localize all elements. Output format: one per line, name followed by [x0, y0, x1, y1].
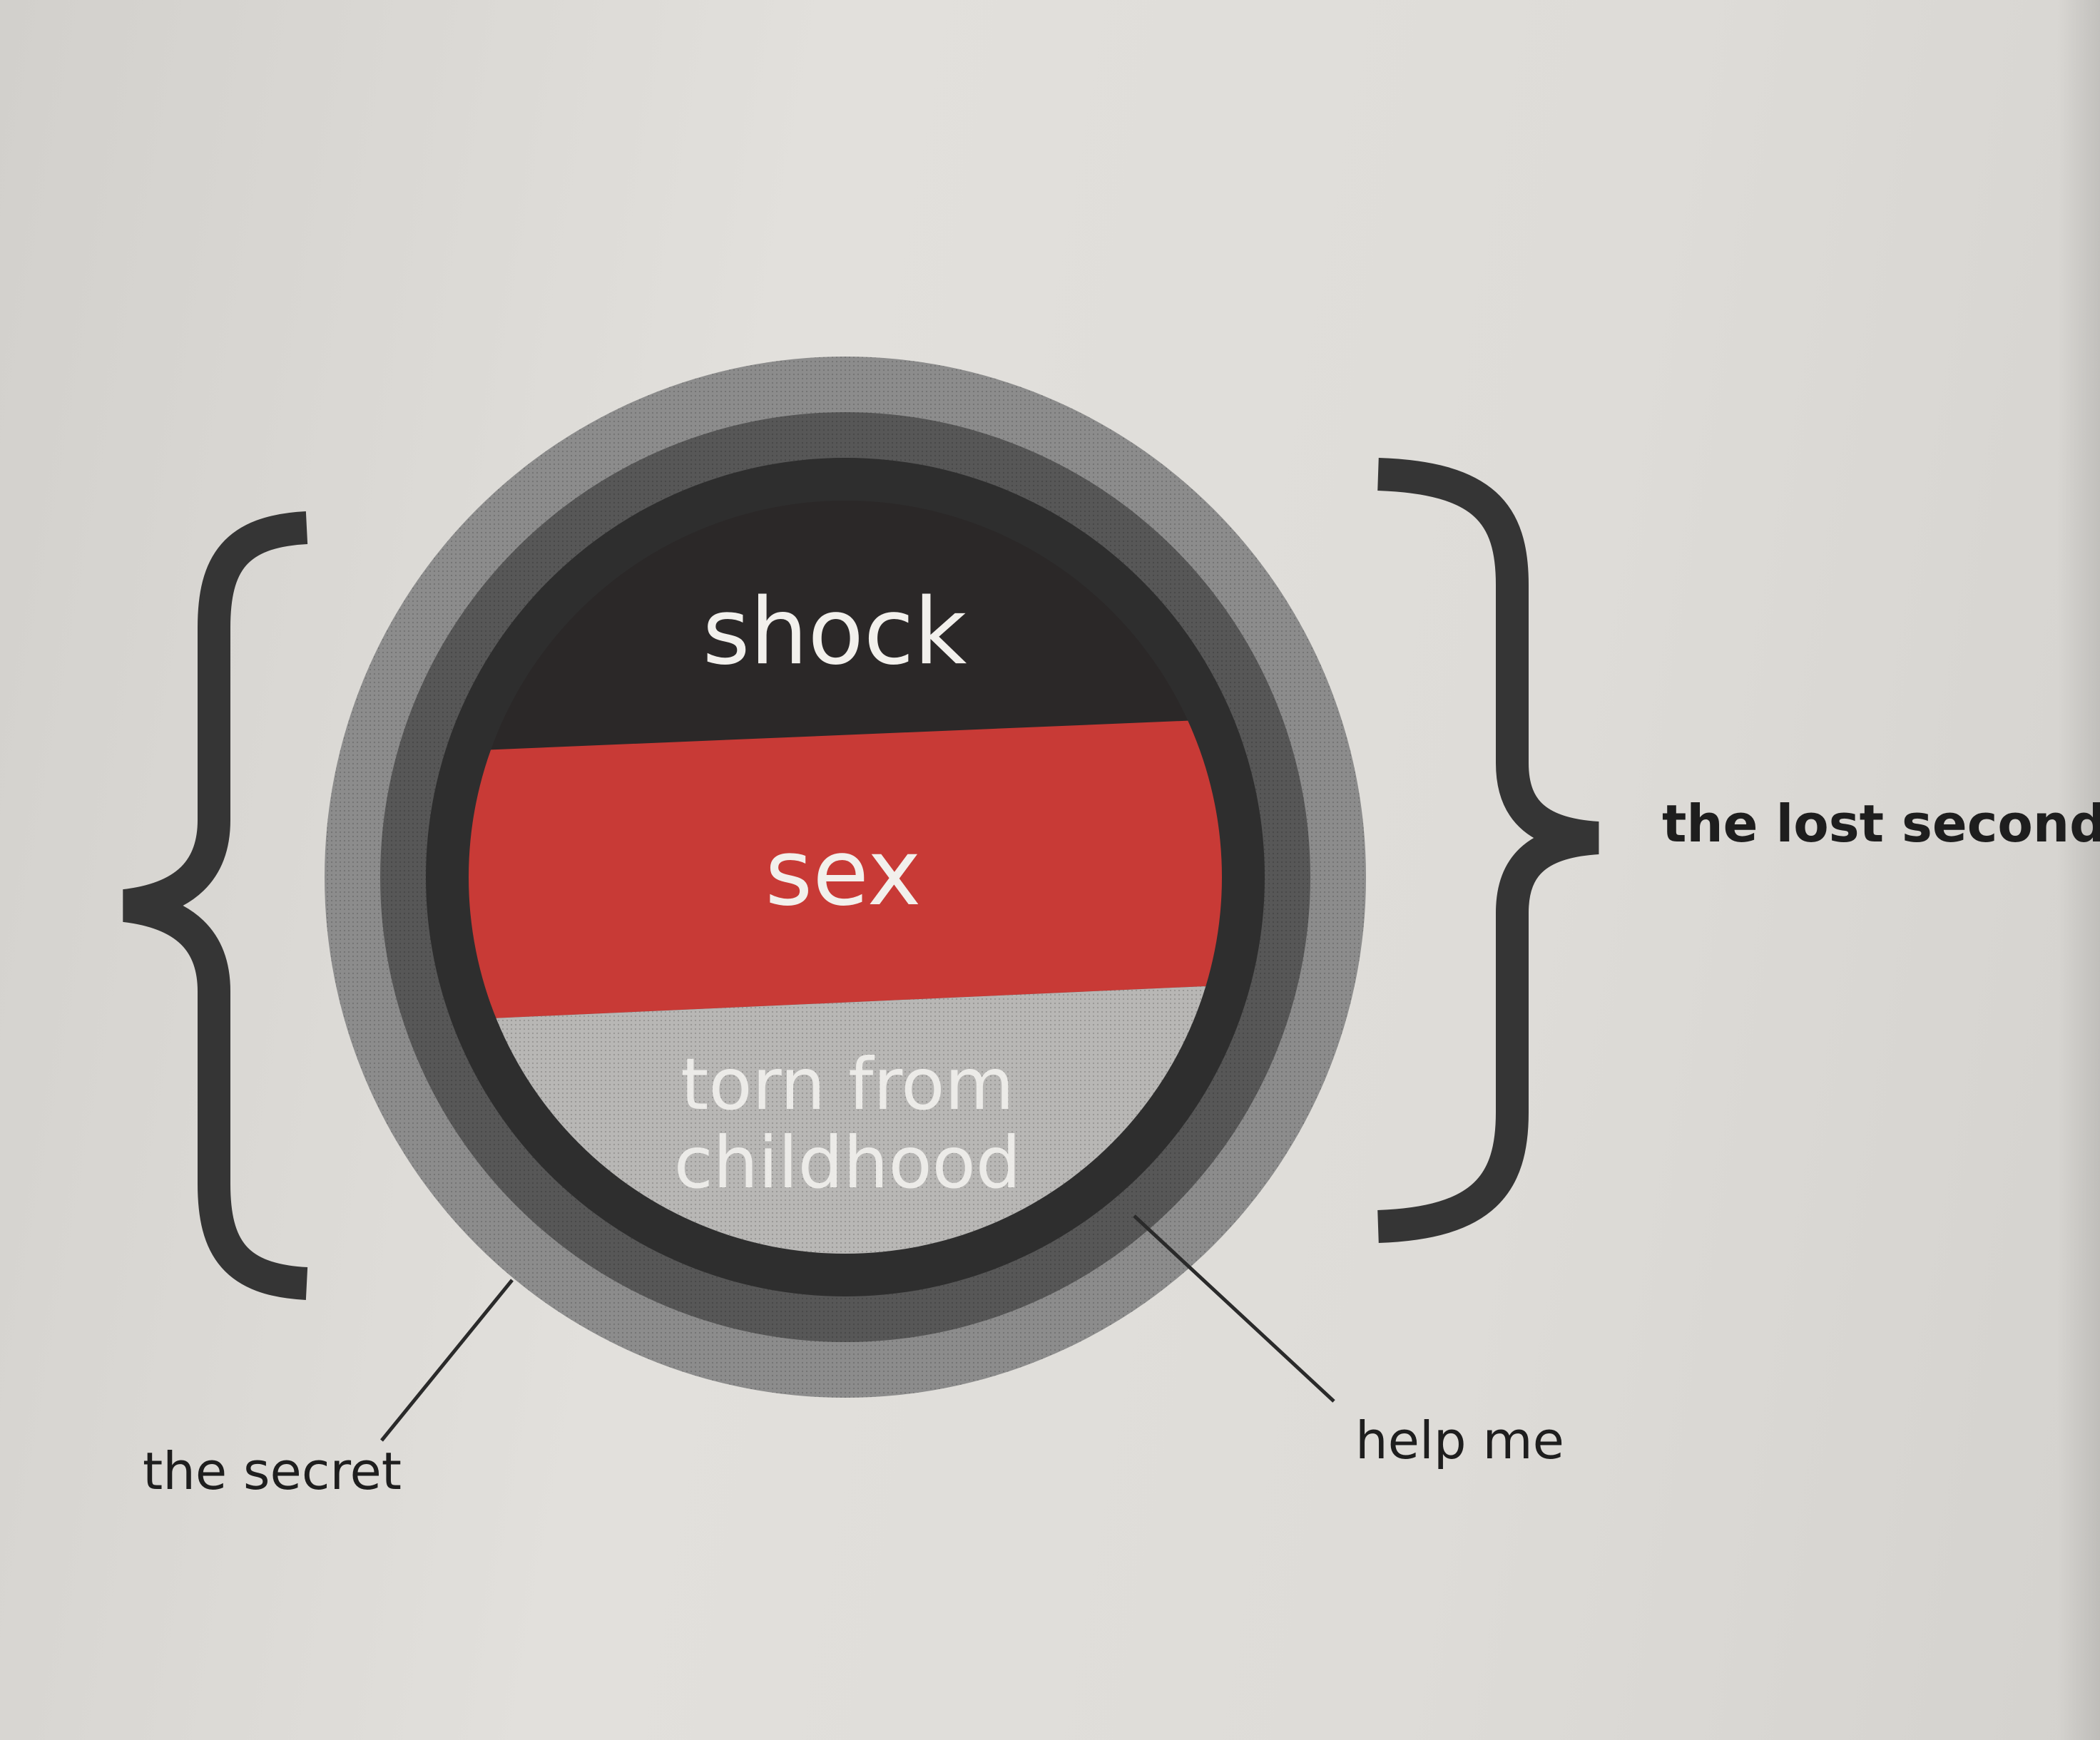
page-edge-shadow	[2057, 0, 2100, 1740]
helpme-label: help me	[1355, 1411, 1564, 1470]
torn-label-line2: childhood	[674, 1121, 1021, 1204]
secret-leader-line	[380, 1279, 514, 1442]
helpme-leader-line	[1133, 1214, 1335, 1403]
left-brace	[122, 511, 308, 1300]
sex-band	[469, 717, 1222, 1021]
shock-label: shock	[703, 579, 967, 685]
torn-label-line1: torn from	[681, 1043, 1014, 1126]
lost-second-label: the lost second	[1662, 794, 2100, 854]
right-brace	[1377, 458, 1599, 1243]
sex-label: sex	[765, 820, 922, 926]
secret-label: the secret	[143, 1441, 402, 1501]
